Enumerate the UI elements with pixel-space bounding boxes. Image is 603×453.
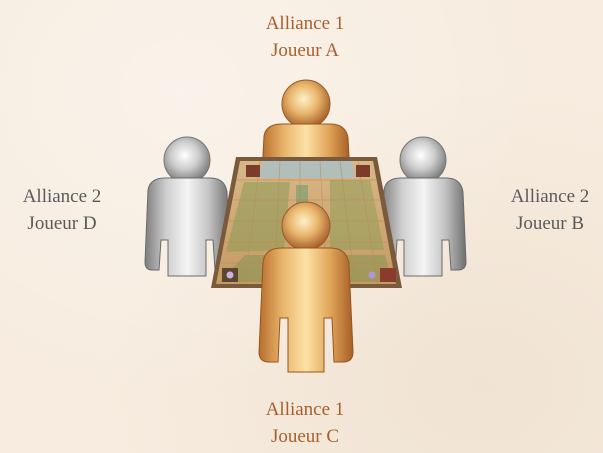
player-name: Joueur D bbox=[0, 210, 124, 237]
player-name: Joueur C bbox=[230, 423, 380, 450]
player-figure-left bbox=[145, 137, 230, 276]
alliance-label: Alliance 2 bbox=[0, 183, 124, 210]
alliance-label: Alliance 1 bbox=[230, 10, 380, 37]
alliance-label: Alliance 1 bbox=[230, 396, 380, 423]
alliance-label: Alliance 2 bbox=[488, 183, 603, 210]
player-label-right: Alliance 2 Joueur B bbox=[488, 183, 603, 237]
player-label-bottom: Alliance 1 Joueur C bbox=[230, 396, 380, 450]
player-label-left: Alliance 2 Joueur D bbox=[0, 183, 124, 237]
player-label-top: Alliance 1 Joueur A bbox=[230, 10, 380, 64]
player-name: Joueur B bbox=[488, 210, 603, 237]
player-name: Joueur A bbox=[230, 37, 380, 64]
